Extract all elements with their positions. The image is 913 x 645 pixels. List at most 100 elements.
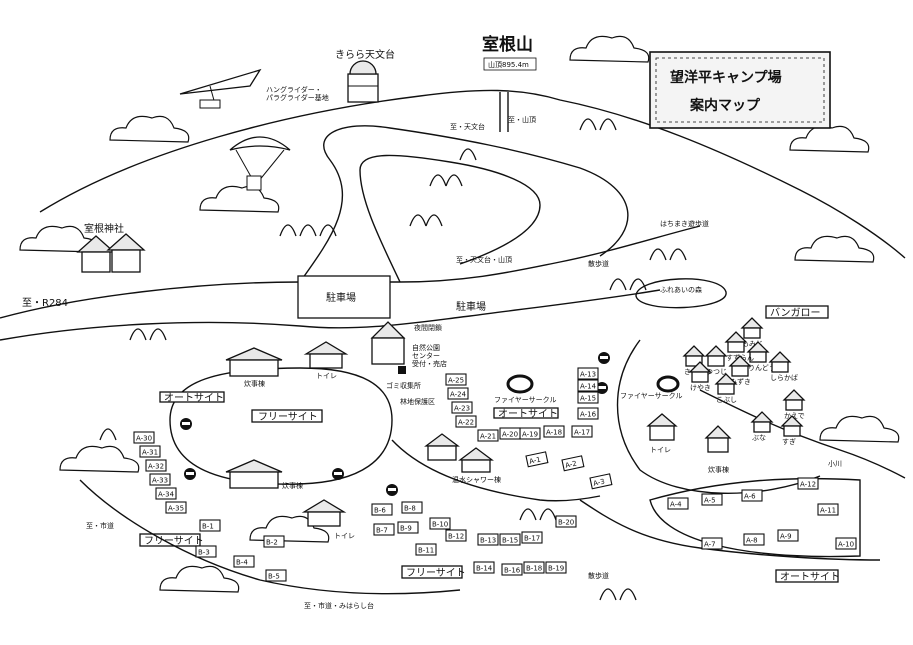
free-site-1-label: フリーサイト: [258, 411, 318, 423]
free-site-3-label-box: [401, 565, 463, 579]
night-gate-label: 夜間閉鎖: [414, 323, 442, 332]
summit-road-outer: [299, 125, 629, 283]
svg-text:A-1: A-1: [528, 456, 541, 466]
free-site-2-label-box: [139, 533, 201, 547]
svg-text:こぶし: こぶし: [716, 396, 737, 404]
campsite-b-13: B-13: [477, 533, 499, 546]
cloud-3: [569, 35, 650, 63]
toilet-2-icon: [301, 499, 347, 527]
svg-text:かえで: かえで: [784, 412, 805, 420]
campsite-a-35: A-35: [165, 501, 187, 514]
svg-text:A-21: A-21: [480, 433, 496, 441]
loop-road-lower-left: [79, 479, 461, 595]
loop-road-right: [616, 339, 821, 494]
tree-cluster-2: [279, 214, 687, 291]
svg-text:A-31: A-31: [142, 449, 158, 457]
no-entry-sign-1: [180, 418, 192, 430]
svg-text:みずき: みずき: [730, 377, 751, 386]
title-line1: 望洋平キャンプ場: [670, 69, 782, 86]
campsite-b-7: B-7: [373, 523, 395, 536]
campsite-a-23: A-23: [451, 401, 473, 414]
direction-tenmondai-sancho: 至・天文台・山頂: [456, 255, 512, 264]
campsite-b-10: B-10: [429, 517, 451, 530]
campsite-b-2: B-2: [263, 535, 285, 548]
svg-text:B-20: B-20: [558, 519, 574, 527]
svg-text:しらかば: しらかば: [770, 373, 798, 382]
fureai-label: ふれあいの森: [660, 285, 702, 294]
cookhouse-1-label: 炊事棟: [244, 379, 265, 388]
campsite-b-5: B-5: [265, 569, 287, 582]
no-entry-sign-5: [598, 352, 610, 364]
loop-road-lower-right: [579, 499, 881, 561]
protected-area-label: 林地保護区: [400, 397, 435, 406]
campsite-a-25: A-25: [445, 373, 467, 386]
campsite-a-18: A-18: [543, 425, 565, 438]
campsite-a-21: A-21: [477, 429, 499, 442]
cloud-4: [789, 125, 870, 153]
cookhouse-1-icon: [225, 347, 283, 377]
bungalow-label: バンガロー: [770, 307, 821, 319]
svg-text:A-12: A-12: [800, 481, 816, 489]
tree-cluster-3: [99, 328, 637, 601]
bungalow-1: もみじ: [740, 317, 764, 348]
svg-text:A-16: A-16: [580, 411, 597, 419]
no-entry-sign-6: [596, 382, 608, 394]
svg-text:A-4: A-4: [670, 501, 682, 509]
svg-text:B-17: B-17: [524, 535, 540, 543]
bungalow-7: けやき: [688, 361, 712, 392]
bungalow-11: ぶな: [750, 411, 774, 442]
bungalow-5: つつじ: [704, 345, 728, 376]
campsite-a-16: A-16: [577, 407, 599, 420]
campsite-a-32: A-32: [145, 459, 167, 472]
shower-label: 温水シャワー棟: [452, 475, 501, 484]
ogawa-stream: [699, 389, 906, 479]
svg-text:A-9: A-9: [780, 533, 792, 541]
summit-road-inner: [359, 154, 541, 283]
campsite-a-7: A-7: [701, 537, 723, 550]
ogawa-label: 小川: [828, 459, 842, 468]
cookhouse-2-icon: [225, 459, 283, 489]
cloud-6: [59, 445, 140, 473]
direction-ichikoshi: 至・市道: [86, 521, 114, 530]
title-line2: 案内マップ: [689, 97, 761, 114]
svg-text:B-15: B-15: [502, 537, 518, 545]
shower-icon: [424, 433, 494, 473]
sanpodo-2-label: 散歩道: [588, 571, 609, 580]
cloud-2: [199, 185, 280, 213]
nature-center-label: 自然公園センター受付・売店: [412, 343, 447, 368]
svg-text:ぶな: ぶな: [752, 434, 766, 442]
svg-text:A-33: A-33: [152, 477, 168, 485]
svg-text:けやき: けやき: [690, 384, 711, 392]
campsite-a-10: A-10: [835, 537, 857, 550]
free-site-1-label-box: [251, 409, 323, 423]
campsite-a-15: A-15: [577, 391, 599, 404]
svg-text:A-6: A-6: [744, 493, 756, 501]
fire-circle-1-label: ファイヤーサークル: [494, 396, 556, 404]
toilet-1-label: トイレ: [316, 372, 337, 380]
svg-text:A-20: A-20: [502, 431, 518, 439]
svg-text:A-13: A-13: [580, 371, 596, 379]
hang-glider-label: ハングライダー・パラグライダー基地: [266, 85, 329, 102]
cloud-5: [794, 235, 875, 263]
campsite-b-20: B-20: [555, 515, 577, 528]
campsite-a-6: A-6: [741, 489, 763, 502]
toilet-1-icon: [303, 341, 349, 369]
auto-site-2-label-box: [493, 407, 559, 419]
campsite-b-14: B-14: [473, 561, 495, 574]
observatory-icon: [347, 60, 379, 103]
free-site-oval: [169, 367, 393, 485]
auto-site-3-label-box: [775, 569, 839, 583]
svg-text:もみじ: もみじ: [742, 340, 763, 348]
campsite-b-16: B-16: [501, 563, 523, 576]
campsite-b-9: B-9: [397, 521, 419, 534]
svg-text:B-8: B-8: [404, 505, 416, 513]
campsite-a-12: A-12: [797, 477, 819, 490]
parking-upper-label: 駐車場: [326, 291, 356, 304]
auto-site-3-loop: [649, 477, 861, 558]
parking-lower-label: 駐車場: [456, 300, 486, 313]
bungalow-layer: もみじりんどうすずらんききょうつつじみずきけやきこぶししらかばかえでぶなすぎ: [682, 317, 806, 446]
bungalow-8: こぶし: [714, 373, 738, 404]
svg-text:A-32: A-32: [148, 463, 164, 471]
